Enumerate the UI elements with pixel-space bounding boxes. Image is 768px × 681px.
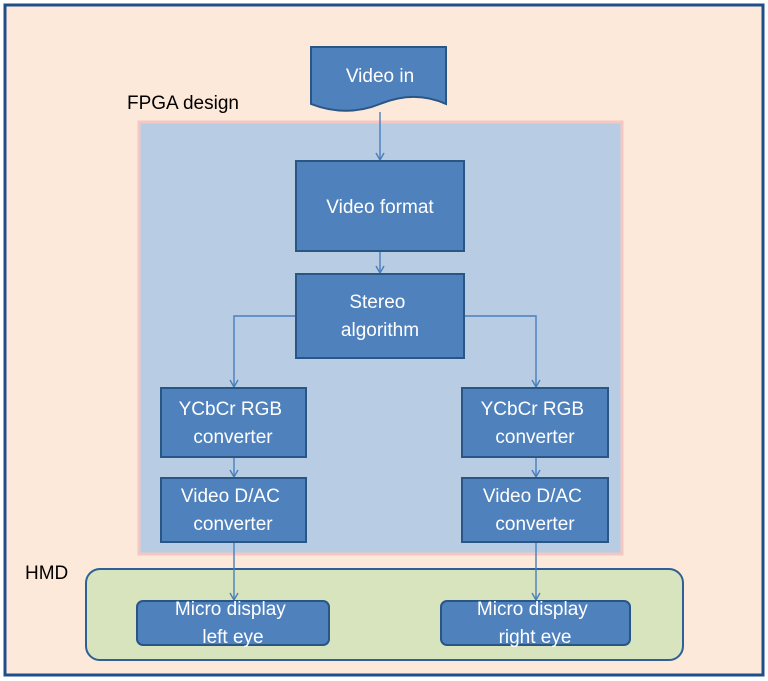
- micro-right-line2: right eye: [499, 627, 572, 648]
- svg-text:Video D/AC converter: Video D/AC converter: [483, 486, 587, 535]
- svg-text:Video in: Video in: [346, 66, 414, 87]
- ycbcr-right-line1: YCbCr RGB: [481, 399, 584, 420]
- ycbcr-left-line1: YCbCr RGB: [179, 399, 282, 420]
- dac-right-line1: Video D/AC: [483, 486, 582, 507]
- node-stereo-algorithm: Stereo algorithm: [295, 273, 465, 359]
- micro-right-line1: Micro display: [477, 599, 588, 620]
- node-ycbcr-left: YCbCr RGB converter: [160, 387, 307, 458]
- arrow-stereo-to-left: [229, 315, 296, 389]
- svg-text:YCbCr RGB converter: YCbCr RGB converter: [179, 399, 288, 448]
- node-dac-left: Video D/AC converter: [160, 477, 307, 543]
- svg-text:Stereo algorithm: Stereo algorithm: [341, 292, 419, 341]
- hmd-label: HMD: [25, 563, 69, 584]
- micro-left-line1: Micro display: [175, 599, 286, 620]
- video-in-label: Video in: [346, 66, 414, 87]
- micro-left-line2: left eye: [202, 627, 263, 648]
- ycbcr-left-line2: converter: [193, 427, 273, 448]
- arrow-stereo-to-right: [464, 315, 541, 389]
- svg-text:YCbCr RGB converter: YCbCr RGB converter: [481, 399, 590, 448]
- dac-right-line2: converter: [495, 514, 575, 535]
- stereo-label-line2: algorithm: [341, 320, 419, 341]
- stereo-label-line1: Stereo: [349, 292, 405, 313]
- dac-left-line1: Video D/AC: [181, 486, 280, 507]
- svg-text:Micro display right ey: Micro display right eye: [477, 599, 593, 648]
- node-video-format: Video format: [295, 160, 465, 252]
- node-micro-right: Micro display right eye: [440, 599, 631, 648]
- svg-text:Video format: Video format: [326, 197, 434, 218]
- node-dac-right: Video D/AC converter: [461, 477, 609, 543]
- svg-text:Video D/AC converter: Video D/AC converter: [181, 486, 285, 535]
- dac-left-line2: converter: [193, 514, 273, 535]
- fpga-design-label: FPGA design: [127, 93, 239, 114]
- ycbcr-right-line2: converter: [495, 427, 575, 448]
- node-ycbcr-right: YCbCr RGB converter: [461, 387, 609, 458]
- video-format-label: Video format: [326, 197, 434, 218]
- svg-text:Micro display left eye: Micro display left eye: [175, 599, 291, 648]
- connectors: [229, 112, 541, 602]
- node-micro-left: Micro display left eye: [136, 599, 330, 648]
- node-video-in: Video in: [310, 46, 447, 112]
